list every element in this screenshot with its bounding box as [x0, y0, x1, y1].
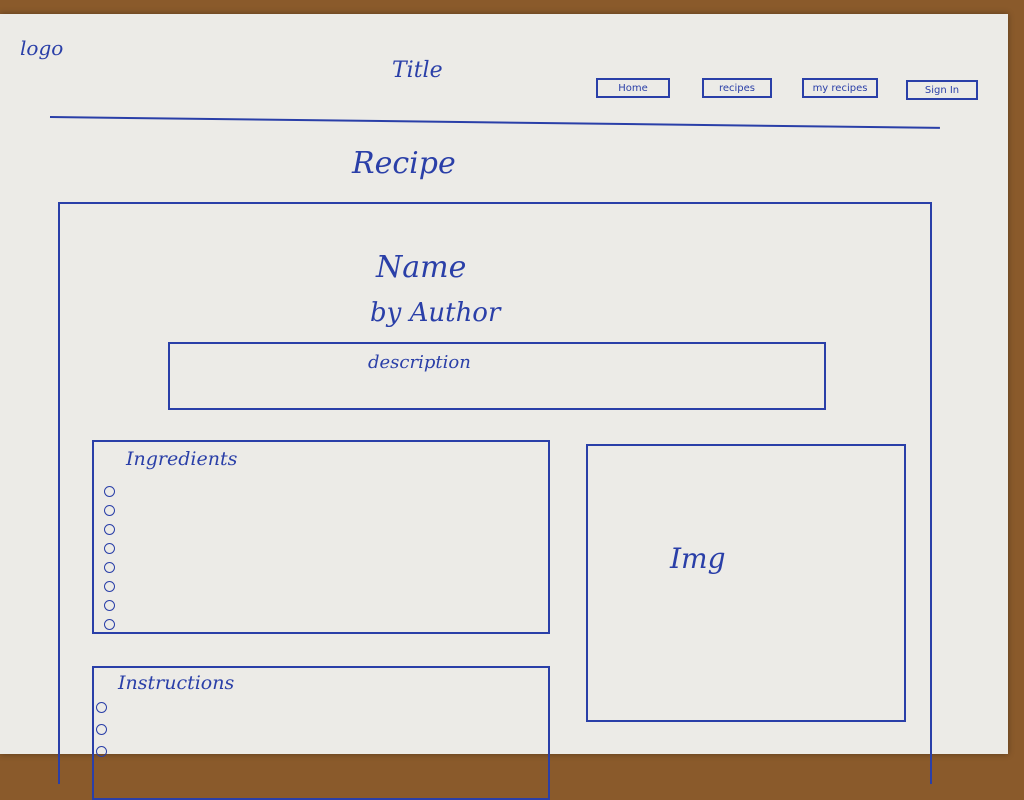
- instructions-panel: Instructions: [92, 666, 550, 800]
- bullet-icon: [104, 543, 115, 554]
- bullet-icon: [96, 746, 107, 757]
- ingredients-list: [104, 486, 115, 638]
- logo[interactable]: logo: [20, 36, 64, 60]
- bullet-icon: [96, 724, 107, 735]
- recipe-image-placeholder: Img: [586, 444, 906, 722]
- nav-sign-in-button[interactable]: Sign In: [906, 80, 978, 100]
- bullet-icon: [104, 600, 115, 611]
- bullet-icon: [104, 581, 115, 592]
- description-box: description: [168, 342, 826, 410]
- nav-home-button[interactable]: Home: [596, 78, 670, 98]
- recipe-name: Name: [376, 250, 467, 285]
- bullet-icon: [104, 619, 115, 630]
- ingredients-panel: Ingredients: [92, 440, 550, 634]
- image-label: Img: [670, 542, 726, 575]
- bullet-icon: [104, 524, 115, 535]
- site-title: Title: [392, 58, 443, 83]
- page-heading: Recipe: [352, 146, 456, 181]
- header-divider: [49, 116, 940, 129]
- bullet-icon: [104, 486, 115, 497]
- bullet-icon: [104, 562, 115, 573]
- instructions-label: Instructions: [118, 672, 235, 694]
- description-text: description: [368, 352, 471, 373]
- nav-my-recipes-button[interactable]: my recipes: [802, 78, 878, 98]
- bullet-icon: [104, 505, 115, 516]
- recipe-card: [58, 202, 932, 784]
- sketch-paper: logo Title Home recipes my recipes Sign …: [0, 14, 1008, 800]
- instructions-list: [96, 702, 107, 768]
- ingredients-label: Ingredients: [126, 448, 238, 470]
- nav-recipes-button[interactable]: recipes: [702, 78, 772, 98]
- recipe-author: by Author: [370, 298, 501, 328]
- bullet-icon: [96, 702, 107, 713]
